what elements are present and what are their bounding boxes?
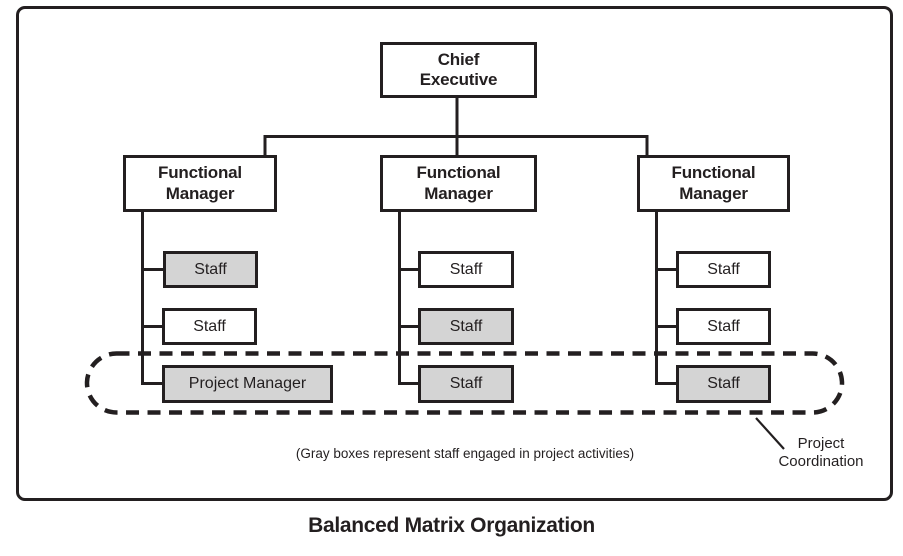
node-staff: Staff bbox=[163, 251, 258, 288]
node-label: Staff bbox=[194, 260, 227, 278]
project-coordination-loop bbox=[84, 351, 845, 415]
node-label: Staff bbox=[707, 375, 740, 392]
node-label: Staff bbox=[707, 260, 740, 278]
callout-leader-line bbox=[755, 417, 785, 450]
figure-title: Balanced Matrix Organization bbox=[308, 514, 595, 537]
node-staff: Staff bbox=[162, 308, 257, 345]
project-coordination-label: Project Coordination bbox=[778, 435, 864, 470]
node-staff: Staff bbox=[418, 251, 514, 288]
node-chief-executive: Chief Executive bbox=[380, 42, 537, 98]
node-label: Functional Manager bbox=[158, 163, 242, 203]
node-label: Functional Manager bbox=[416, 163, 501, 203]
node-label: Staff bbox=[449, 317, 483, 335]
node-label: Staff bbox=[193, 317, 226, 335]
node-label: Staff bbox=[449, 260, 483, 278]
node-label: Chief Executive bbox=[419, 49, 498, 89]
node-label: Staff bbox=[449, 375, 483, 392]
node-staff: Staff bbox=[676, 308, 771, 345]
node-functional-manager-1: Functional Manager bbox=[123, 155, 277, 212]
node-label: Functional Manager bbox=[671, 163, 756, 203]
node-label: Project Manager bbox=[188, 375, 307, 392]
node-staff: Staff bbox=[676, 251, 771, 288]
node-project-manager: Project Manager bbox=[162, 365, 333, 403]
node-staff: Staff bbox=[418, 308, 514, 345]
legend-note: (Gray boxes represent staff engaged in p… bbox=[295, 446, 635, 461]
node-staff: Staff bbox=[676, 365, 771, 403]
node-functional-manager-3: Functional Manager bbox=[637, 155, 790, 212]
node-staff: Staff bbox=[418, 365, 514, 403]
node-label: Staff bbox=[707, 317, 740, 335]
node-functional-manager-2: Functional Manager bbox=[380, 155, 537, 212]
